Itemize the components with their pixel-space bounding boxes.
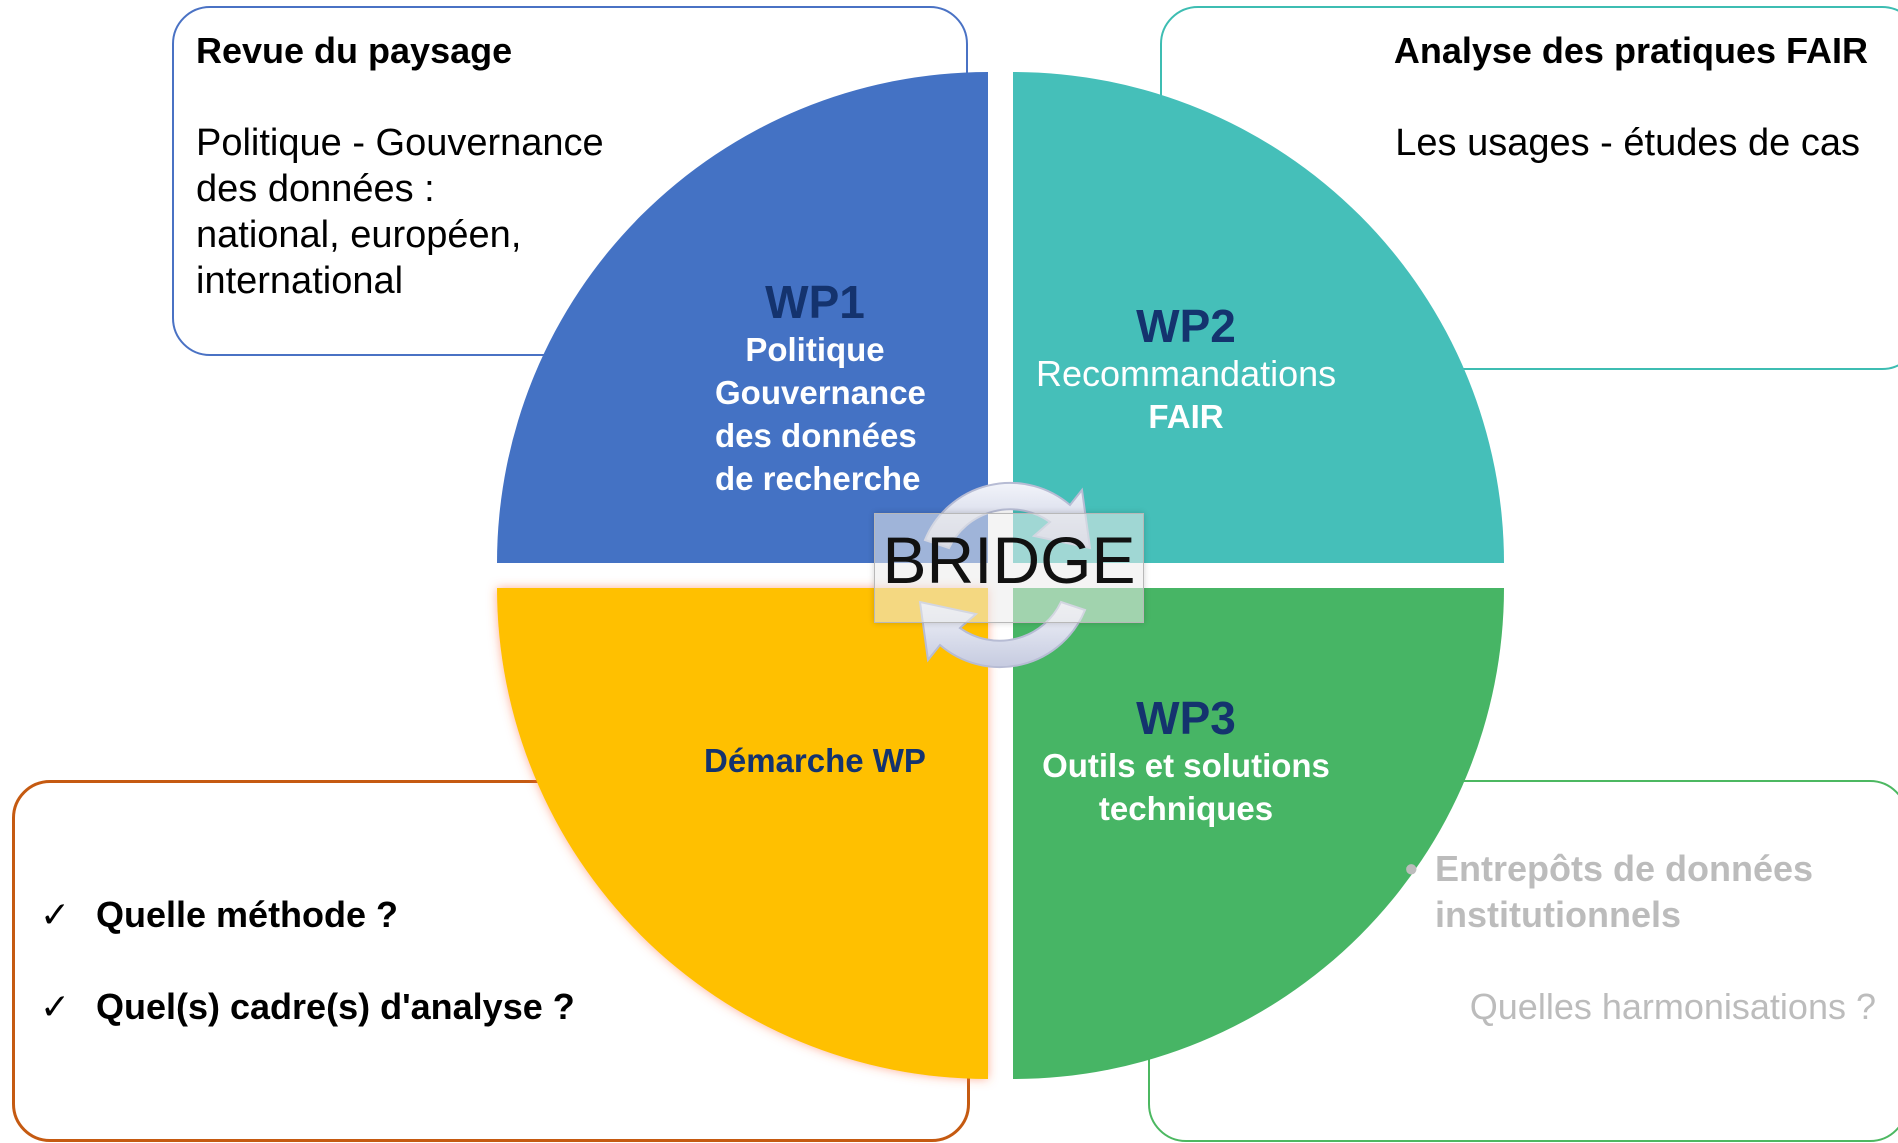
policy-review-line: international <box>196 260 404 302</box>
checklist-item: ✓ Quel(s) cadre(s) d'analyse ? <box>40 986 575 1028</box>
wp1-line: Politique <box>745 331 885 368</box>
wp2-label: WP2 Recommandations FAIR <box>1036 300 1336 438</box>
wp1-line: des données <box>715 417 917 454</box>
checkmark-icon: ✓ <box>40 894 71 935</box>
wp2-line: FAIR <box>1148 398 1224 435</box>
checklist-item: ✓ Quelle méthode ? <box>40 894 398 936</box>
wp1-line: de recherche <box>715 460 921 497</box>
wp1-label: WP1 Politique Gouvernance des données de… <box>715 276 926 500</box>
policy-review-line: des données : <box>196 168 435 210</box>
wp1-heading: WP1 <box>765 276 865 328</box>
policy-review-line: Politique - Gouvernance <box>196 122 604 164</box>
policy-review-line: national, européen, <box>196 214 522 256</box>
wp3-line: techniques <box>1098 790 1274 827</box>
harmonisation-question: Quelles harmonisations ? <box>1469 986 1876 1027</box>
bridge-label: BRIDGE <box>882 523 1136 597</box>
wp3-heading: WP3 <box>1136 692 1236 744</box>
fair-practices-title: Analyse des pratiques FAIR <box>1393 30 1868 71</box>
wp2-heading: WP2 <box>1136 300 1236 352</box>
wp-approach-label: Démarche WP <box>704 742 926 779</box>
wp3-line: Outils et solutions <box>1042 747 1330 784</box>
checkmark-icon: ✓ <box>40 986 71 1027</box>
policy-review-title: Revue du paysage <box>196 30 513 71</box>
wp4-quadrant <box>497 588 988 1079</box>
wp1-line: Gouvernance <box>715 374 926 411</box>
repositories-bullet-text: Entrepôts de données institutionnels <box>1435 848 1814 935</box>
checklist-text: Quelle méthode ? <box>96 894 399 935</box>
wp2-line: Recommandations <box>1036 353 1337 394</box>
repositories-bullet: • Entrepôts de données institutionnels <box>1405 846 1875 938</box>
wp3-label: WP3 Outils et solutions techniques <box>1010 692 1362 830</box>
wp3-quadrant <box>1013 588 1504 1079</box>
wp2-quadrant <box>1013 72 1504 563</box>
policy-review-body: Politique - Gouvernance des données : na… <box>196 120 604 304</box>
wp1-quadrant <box>497 72 988 563</box>
checklist-text: Quel(s) cadre(s) d'analyse ? <box>96 986 575 1027</box>
bullet-dot-icon: • <box>1405 848 1418 889</box>
fair-practices-body: Les usages - études de cas <box>1395 122 1860 164</box>
bridge-panel <box>874 513 1144 623</box>
